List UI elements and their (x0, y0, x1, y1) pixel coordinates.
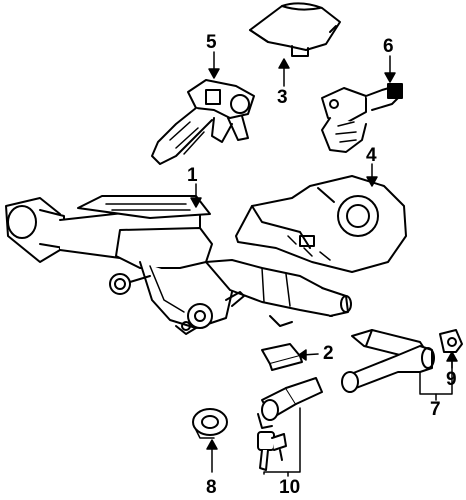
callout-4: 4 (366, 145, 377, 166)
leader-lines (190, 51, 458, 477)
steering-column-part (5, 195, 352, 335)
callout-9: 9 (446, 369, 457, 390)
clip-part (261, 343, 303, 371)
callout-1: 1 (187, 165, 198, 186)
wiper-switch-part (321, 83, 403, 153)
seal-ring-part (192, 408, 228, 439)
callout-6: 6 (383, 36, 394, 57)
callout-7: 7 (430, 399, 441, 420)
callout-8: 8 (206, 477, 217, 498)
callout-5: 5 (206, 32, 217, 53)
callout-3: 3 (277, 87, 288, 108)
callout-2: 2 (323, 343, 334, 364)
tilt-lever-part (341, 329, 435, 393)
knob-part (439, 329, 463, 353)
lower-shroud-part (235, 175, 407, 273)
lock-cylinder-part (257, 377, 323, 471)
callout-10: 10 (279, 477, 301, 498)
upper-shroud-cover-part (249, 2, 341, 57)
turn-signal-switch-part (151, 79, 255, 165)
